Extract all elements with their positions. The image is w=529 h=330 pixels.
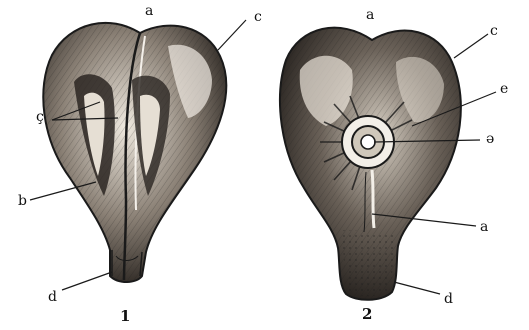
figure-1-label-top-a: a [145, 4, 153, 18]
figure-2-label-right-c: c [490, 24, 498, 38]
figure-1-label-left-b: b [18, 194, 27, 208]
figure-2-label-right-e: e [500, 82, 508, 96]
figure-2-label-bottom-d: d [444, 292, 453, 306]
figure-2-number: 2 [362, 307, 372, 321]
figure-2-drawing [280, 28, 461, 300]
figure-1-label-right-c: c [254, 10, 262, 24]
figure-1-number: 1 [120, 309, 130, 323]
figure-1-label-bottom-d: d [48, 290, 57, 304]
figure-2-label-right-schwa: ə [486, 132, 494, 146]
figure-1-drawing [43, 23, 226, 282]
figure-1-label-left-c: ç [36, 110, 44, 124]
figure-2-label-right-a: a [480, 220, 488, 234]
figure-2-label-top-a: a [366, 8, 374, 22]
